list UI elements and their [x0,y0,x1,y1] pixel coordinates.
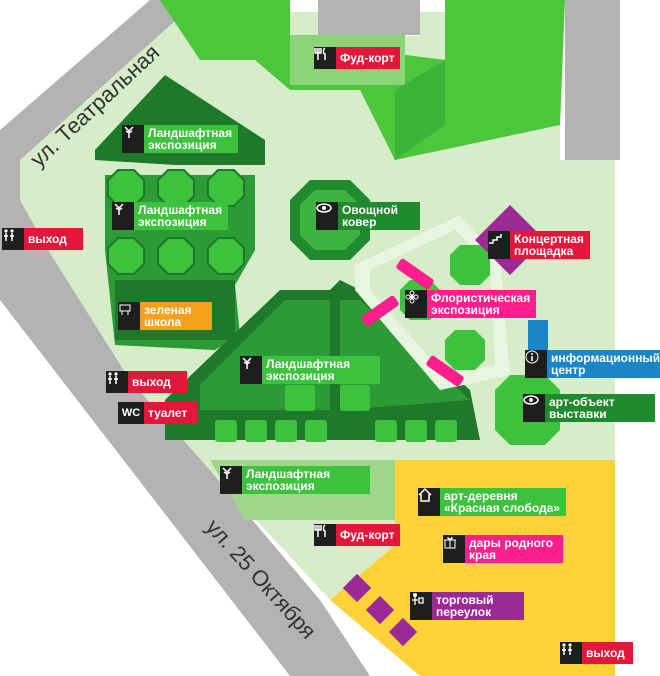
gifts-line1: дары родного [469,536,554,550]
people-exit-icon [560,642,582,664]
people-exit-icon [2,228,24,250]
exit-bottom-label[interactable]: выход [560,642,633,664]
vegetable-line2: ковер [342,215,377,229]
landscape-2-line2: экспозиция [138,215,207,229]
flower-icon [405,290,427,318]
building-top-gray [318,0,420,35]
green-school-line1: зеленая [144,303,192,317]
fork-knife-icon [314,524,336,546]
building-right-gray [565,0,620,160]
fork-knife-icon [314,47,336,69]
landscape-1-line2: экспозиция [148,138,217,152]
floristic-octagon-c [450,245,490,285]
gifts-line2: края [469,548,497,562]
concert-line1: Концертная [514,232,584,246]
foodcourt-top-label[interactable]: Фуд-корт [314,47,401,69]
eye-icon [316,202,338,230]
landscape-bottom-line2: экспозиция [246,479,315,493]
landscape-1-line1: Ландшафтная [148,126,233,140]
tree-icon [220,466,242,494]
green-strip [395,60,445,160]
center-tiles [215,385,457,442]
stairs-icon [488,231,510,259]
house-icon [418,488,440,516]
pink-bars [361,258,464,387]
road-left [0,0,370,676]
concert-line2: площадка [514,244,574,258]
exit-left-text: выход [28,232,67,246]
eye-icon [523,394,545,422]
art-village-line1: арт-деревня [444,489,518,503]
exit-mid-label[interactable]: выход [106,371,187,393]
green-school-line2: школа [144,315,182,329]
exit-bottom-text: выход [586,646,625,660]
floristic-line1: Флористическая [431,291,531,305]
vendor-icon [410,592,432,620]
toilet-label[interactable]: WC туалет [118,402,198,424]
info-icon [525,350,547,378]
floristic-line2: экспозиция [431,303,500,317]
floristic-octagon-b [445,330,485,370]
landscape-center-line2: экспозиция [266,369,335,383]
tree-icon [122,125,144,153]
foodcourt-bottom-text: Фуд-корт [340,528,395,542]
trade-lane-line2: переулок [436,605,492,619]
vegetable-line1: Овощной [342,203,398,217]
info-line2: центр [551,363,586,377]
octagon-row-top [107,169,245,207]
art-village-line2: «Красная слобода» [444,501,560,515]
info-stripe [528,320,548,350]
people-exit-icon [106,371,128,393]
wc-icon-text: WC [121,407,141,419]
exit-mid-text: выход [132,375,171,389]
octagon-row-bottom [107,237,245,275]
info-line1: информационный [551,351,660,365]
landscape-2-line1: Ландшафтная [138,203,223,217]
toilet-text: туалет [148,406,188,420]
foodcourt-top-text: Фуд-корт [340,51,395,65]
wc-icon: WC [118,402,144,424]
tree-icon [240,356,262,384]
tree-icon [112,202,134,230]
school-icon [118,302,140,330]
purple-diamonds [342,573,418,647]
foodcourt-bottom-label[interactable]: Фуд-корт [314,524,401,546]
art-object-line2: выставки [549,407,607,421]
landscape-bottom-line1: Ландшафтная [246,467,331,481]
landscape-center-line1: Ландшафтная [266,357,351,371]
trade-lane-line1: торговый [436,593,494,607]
art-object-line1: арт-объект [549,395,615,409]
exit-left-label[interactable]: выход [2,228,83,250]
gift-icon [443,535,465,563]
art-village-label[interactable]: арт-деревня«Красная слобода» [418,488,566,516]
